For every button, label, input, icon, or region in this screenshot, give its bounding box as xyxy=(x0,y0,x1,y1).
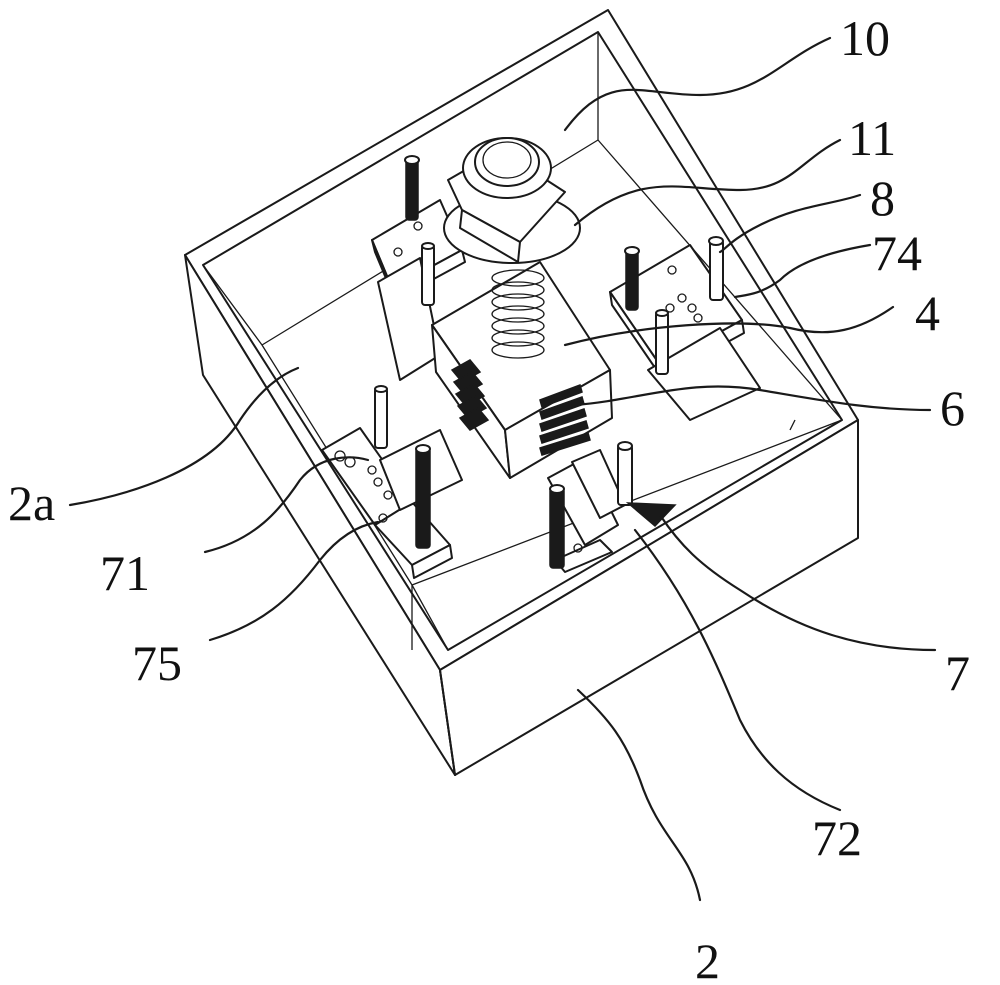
label-11: 11 xyxy=(848,110,896,166)
label-4: 4 xyxy=(915,285,940,341)
leader-10 xyxy=(563,36,832,132)
fin-stack-left xyxy=(450,359,490,431)
label-2: 2 xyxy=(695,933,720,985)
leader-74 xyxy=(733,243,872,299)
label-75: 75 xyxy=(132,635,182,691)
leader-11 xyxy=(573,138,842,227)
leader-6 xyxy=(573,385,932,412)
label-74: 74 xyxy=(872,225,922,281)
leader-2 xyxy=(576,688,702,902)
label-2a: 2a xyxy=(8,475,55,531)
label-72: 72 xyxy=(812,810,862,866)
part-labels: 10 11 8 74 4 6 2a 71 75 7 72 2 xyxy=(8,10,970,985)
leader-7 xyxy=(658,513,937,652)
arrow-head-7 xyxy=(625,502,677,528)
label-10: 10 xyxy=(840,10,890,66)
leader-8 xyxy=(718,193,862,254)
slider-unit-front xyxy=(547,441,633,573)
leader-2a xyxy=(68,366,300,507)
leader-lines xyxy=(68,36,937,902)
leader-75 xyxy=(208,520,380,642)
label-6: 6 xyxy=(940,380,965,436)
label-71: 71 xyxy=(100,545,150,601)
slider-unit-left xyxy=(321,385,463,579)
label-7: 7 xyxy=(945,645,970,701)
leader-4 xyxy=(563,305,895,347)
slider-unit-right xyxy=(609,236,761,421)
screw-assembly xyxy=(443,137,581,359)
leader-72 xyxy=(633,528,842,812)
label-8: 8 xyxy=(870,170,895,226)
leader-71 xyxy=(203,456,370,554)
fin-stack-front xyxy=(539,384,591,456)
coil-spring xyxy=(491,269,545,359)
